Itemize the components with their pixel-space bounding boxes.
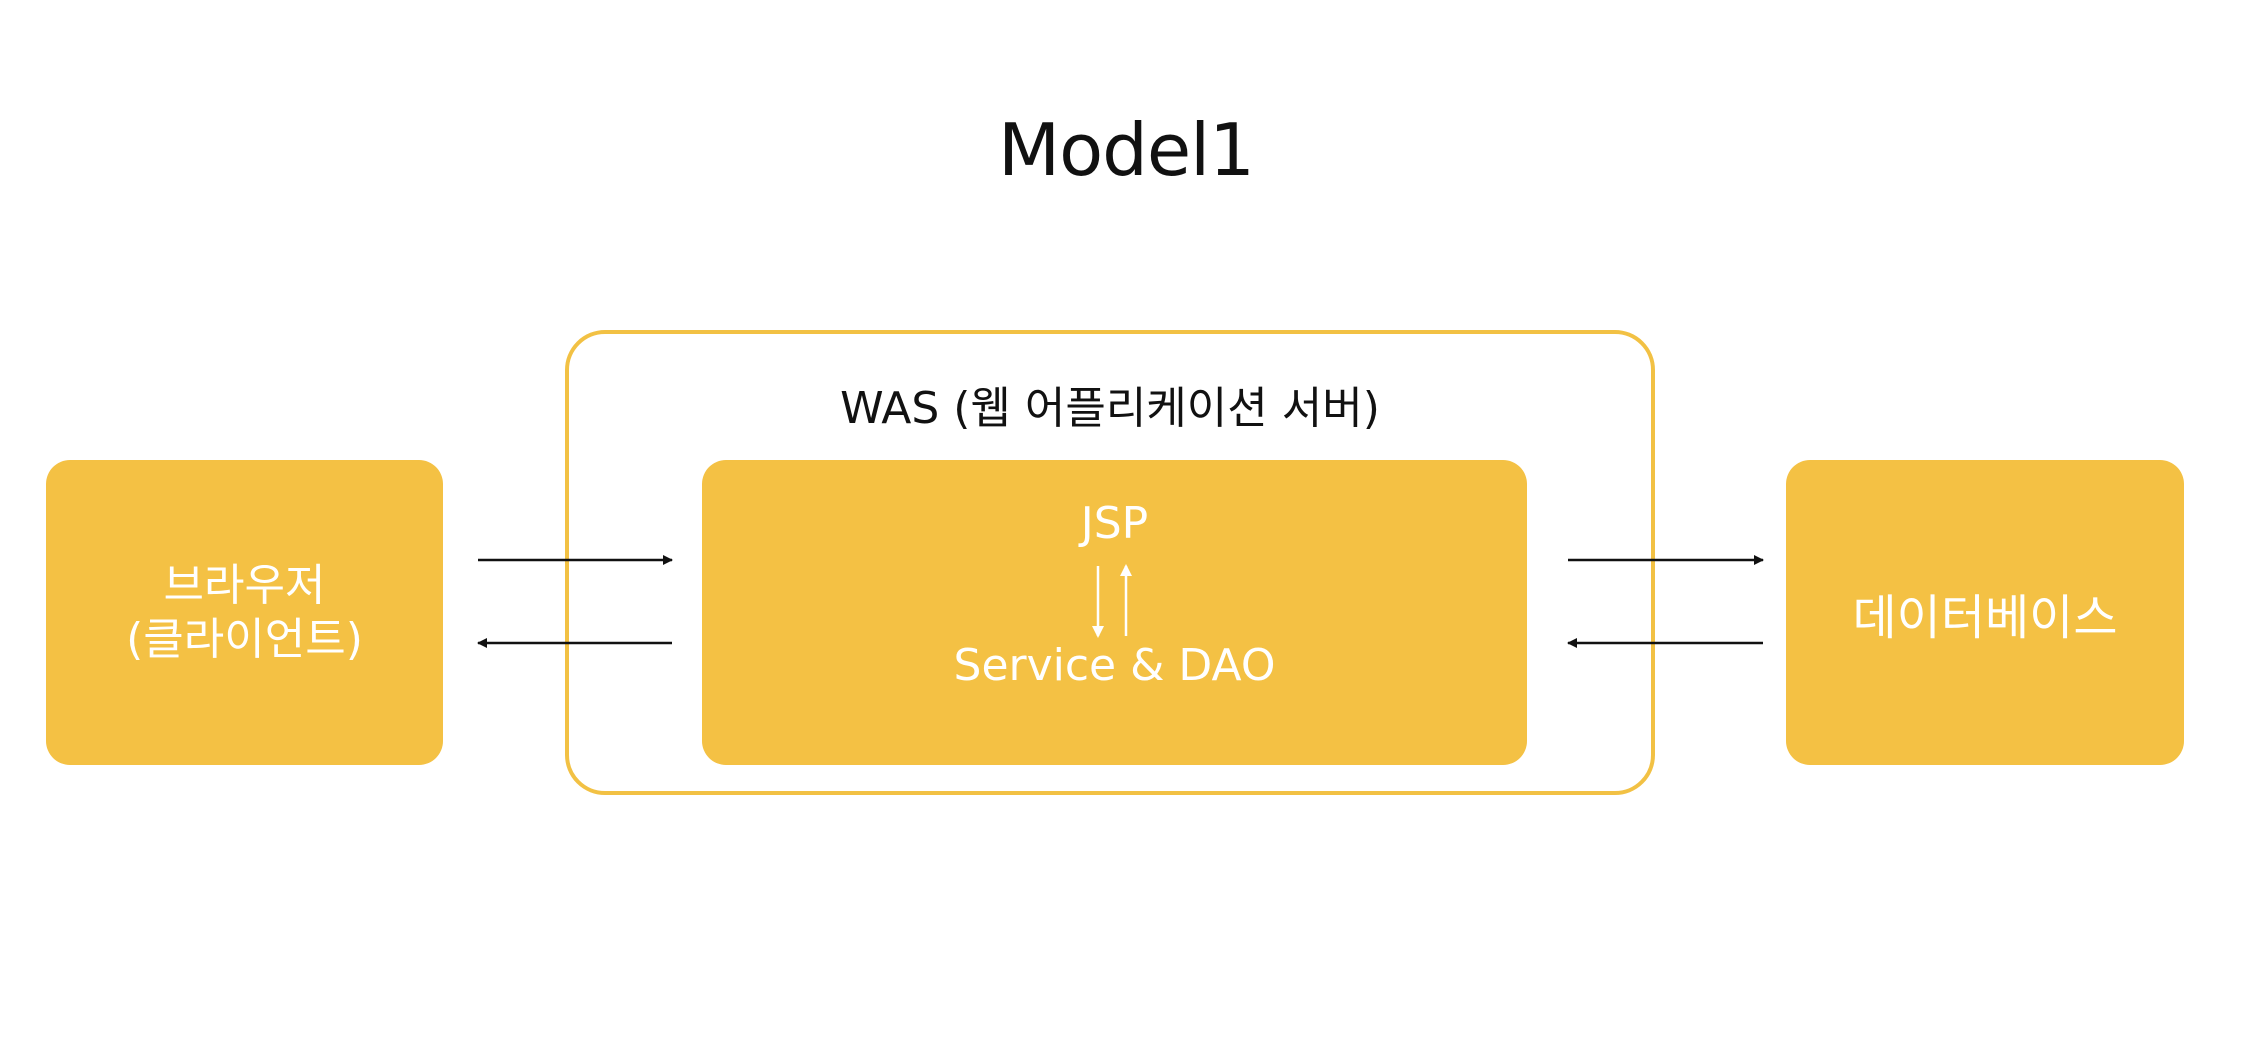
- database-label: 데이터베이스: [1852, 589, 2118, 646]
- browser-label-line2: (클라이언트): [126, 613, 363, 665]
- browser-box: 브라우저 (클라이언트): [46, 460, 443, 765]
- browser-label: 브라우저 (클라이언트): [126, 559, 363, 667]
- jsp-service-box: JSP Service & DAO: [702, 460, 1527, 765]
- browser-label-line1: 브라우저: [163, 559, 326, 611]
- database-box: 데이터베이스: [1786, 460, 2184, 765]
- jsp-label: JSP: [1080, 498, 1149, 549]
- service-dao-label: Service & DAO: [953, 640, 1276, 691]
- was-container: [565, 330, 1655, 795]
- was-label: WAS (웹 어플리케이션 서버): [840, 383, 1380, 434]
- diagram-title: Model1: [998, 108, 1255, 192]
